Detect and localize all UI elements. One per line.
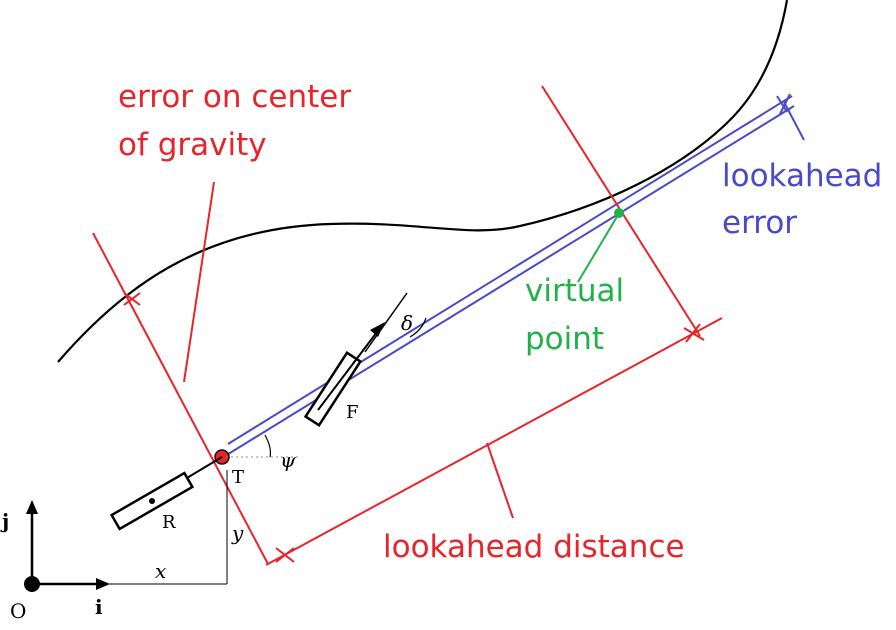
front-wheel-label: F [346, 402, 359, 423]
rear-wheel-label: R [162, 512, 176, 533]
lookahead-error-label-line2: error [722, 205, 797, 241]
virtual-point-label-line1: virtual [525, 273, 624, 309]
arrow-head-icon [370, 322, 385, 337]
virtual-point-icon [614, 208, 624, 218]
heading-line [227, 95, 793, 445]
virtual-point-leader [577, 214, 619, 283]
lookahead-distance-leader [486, 442, 514, 519]
i-arrow-icon [96, 578, 110, 590]
j-label: j [0, 509, 9, 533]
i-label: i [95, 595, 103, 619]
construction-lines [92, 85, 723, 566]
lookahead-line [224, 105, 795, 457]
delta-symbol: δ [401, 311, 413, 335]
front-wheel-direction [317, 327, 381, 411]
reference-point-label: T [232, 467, 244, 488]
origin-icon [24, 576, 40, 592]
cog-error-label-line2: of gravity [118, 127, 267, 163]
reference-path [57, 0, 789, 363]
lookahead-error-marker-icon [776, 93, 791, 115]
virtual-point-label-line2: point [525, 321, 604, 357]
normal-at-vehicle [92, 232, 269, 565]
x-label: x [155, 559, 166, 583]
lookahead-lines [224, 95, 805, 457]
cog-error-leader [183, 181, 215, 383]
lookahead-distance-line [265, 317, 723, 566]
j-arrow-icon [26, 500, 38, 514]
steering-reference-line [364, 292, 408, 353]
lookahead-distance-label: lookahead distance [383, 529, 685, 565]
y-label: y [231, 521, 244, 545]
origin-label: O [10, 599, 26, 623]
psi-symbol: ψ [280, 448, 296, 472]
psi-arc [264, 434, 272, 458]
delta-arc [409, 317, 427, 338]
intersection-markers [123, 292, 705, 563]
cog-error-label-line1: error on center [118, 79, 351, 115]
rear-wheel [109, 471, 195, 531]
lookahead-error-leader [783, 101, 805, 141]
lookahead-error-label-line1: lookahead [722, 158, 882, 194]
